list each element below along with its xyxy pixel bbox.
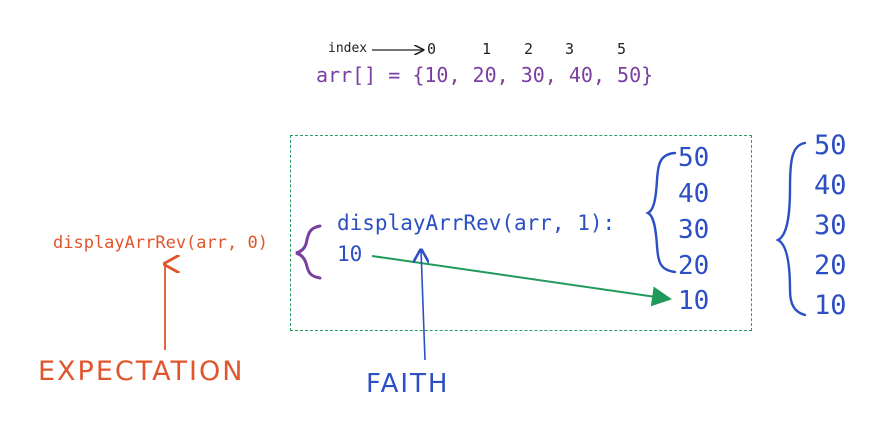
index-value: 3 [565,40,575,58]
inner-call-text: displayArrRev(arr, 1): [337,211,616,235]
final-output-value: 40 [814,170,847,201]
index-value: 5 [617,40,627,58]
final-output-value: 30 [814,210,847,241]
index-value: 1 [482,40,492,58]
outer-brace-icon [295,224,322,280]
index-value: 0 [427,40,437,58]
final-output-value: 50 [814,130,847,161]
append-arrow [371,255,672,307]
appended-value: 10 [678,286,710,316]
recursive-output-value: 40 [678,179,710,209]
faith-arrow [421,250,425,361]
recursion-brace-icon [645,151,677,274]
faith-region-box [290,135,752,331]
outer-call-text: displayArrRev(arr, 0) [53,233,268,253]
inner-first-value: 10 [337,242,363,266]
index-value: 2 [524,40,534,58]
array-declaration: arr[] = {10, 20, 30, 40, 50} [316,63,654,87]
final-output-value: 10 [814,290,847,321]
final-output-value: 20 [814,250,847,281]
recursive-output-value: 20 [678,251,710,281]
expectation-label: EXPECTATION [38,356,245,387]
faith-label: FAITH [366,369,450,399]
index-label: index [328,41,368,56]
result-brace-icon [775,141,807,317]
recursive-output-value: 50 [678,143,710,173]
recursive-output-value: 30 [678,215,710,245]
